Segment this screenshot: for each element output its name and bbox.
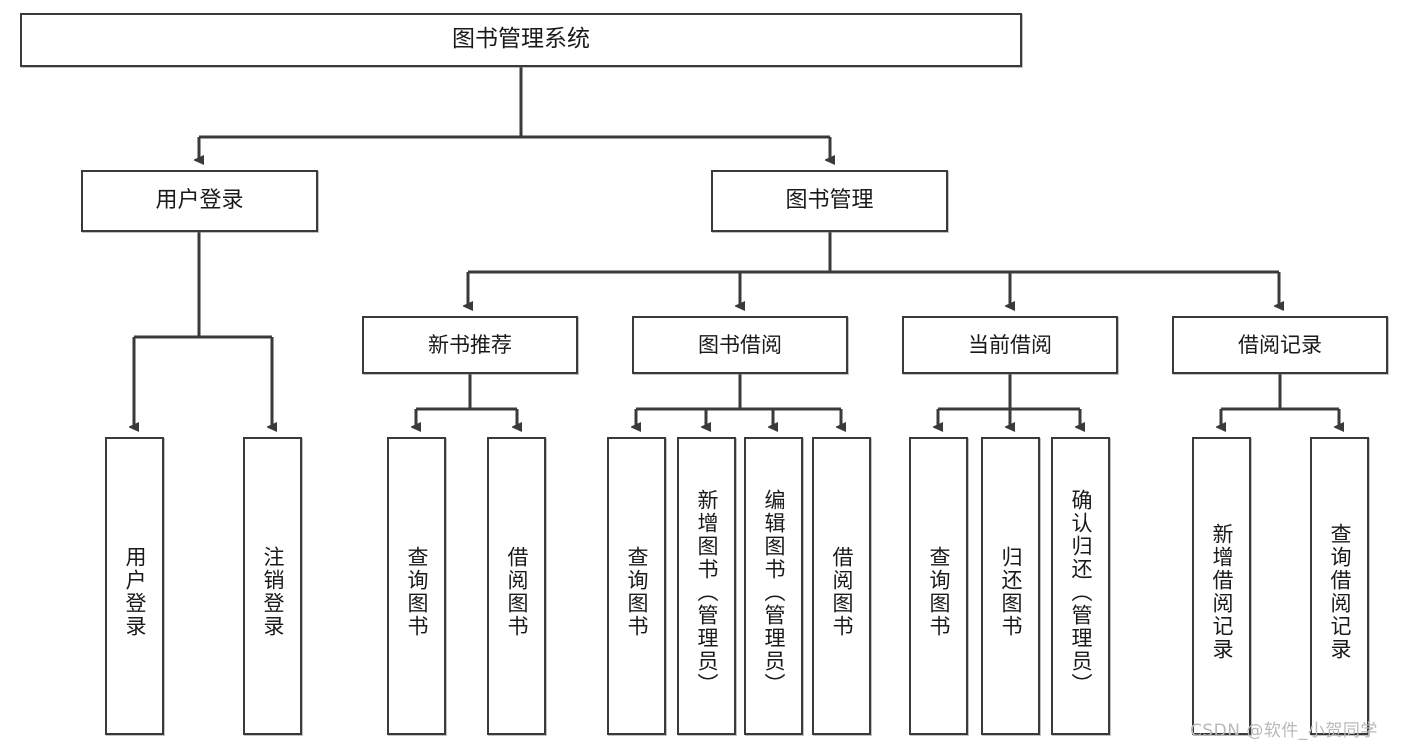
- node-user-login-label: 用户登录: [155, 188, 244, 214]
- node-new-book-recommend-label: 新书推荐: [428, 332, 512, 357]
- leaf-query-book-borrow[interactable]: 查询图书: [607, 437, 666, 735]
- leaf-borrow-book-label: 借阅图书: [830, 546, 854, 638]
- leaf-query-book-current[interactable]: 查询图书: [909, 437, 968, 735]
- leaf-borrow-book-new[interactable]: 借阅图书: [487, 437, 546, 735]
- leaf-add-borrow-record[interactable]: 新增借阅记录: [1192, 437, 1251, 735]
- csdn-watermark: CSDN @软件_小贺同学: [1190, 721, 1378, 741]
- leaf-user-login-label: 用户登录: [123, 546, 147, 638]
- leaf-query-book-borrow-label: 查询图书: [625, 546, 649, 638]
- node-book-borrow-label: 图书借阅: [698, 332, 782, 357]
- leaf-user-login[interactable]: 用户登录: [105, 437, 164, 735]
- leaf-query-book-new-label: 查询图书: [405, 546, 429, 638]
- leaf-return-book-label: 归还图书: [999, 546, 1023, 638]
- node-current-borrow-label: 当前借阅: [968, 332, 1052, 357]
- node-root[interactable]: 图书管理系统: [20, 13, 1022, 67]
- leaf-confirm-return-admin[interactable]: 确认归还（管理员）: [1051, 437, 1110, 735]
- node-new-book-recommend[interactable]: 新书推荐: [362, 316, 578, 374]
- leaf-user-logout[interactable]: 注销登录: [243, 437, 302, 735]
- leaf-confirm-return-admin-label: 确认归还（管理员）: [1069, 488, 1093, 696]
- node-root-label: 图书管理系统: [452, 26, 590, 53]
- node-borrow-record[interactable]: 借阅记录: [1172, 316, 1388, 374]
- leaf-query-book-new[interactable]: 查询图书: [387, 437, 446, 735]
- leaf-add-book-admin-label: 新增图书（管理员）: [695, 488, 719, 696]
- node-borrow-record-label: 借阅记录: [1238, 332, 1322, 357]
- leaf-query-borrow-record-label: 查询借阅记录: [1328, 523, 1352, 661]
- leaf-borrow-book-new-label: 借阅图书: [505, 546, 529, 638]
- leaf-add-book-admin[interactable]: 新增图书（管理员）: [677, 437, 736, 735]
- node-book-management[interactable]: 图书管理: [711, 170, 948, 232]
- node-current-borrow[interactable]: 当前借阅: [902, 316, 1118, 374]
- node-user-login[interactable]: 用户登录: [81, 170, 318, 232]
- leaf-return-book[interactable]: 归还图书: [981, 437, 1040, 735]
- node-book-management-label: 图书管理: [785, 188, 874, 214]
- leaf-edit-book-admin-label: 编辑图书（管理员）: [762, 488, 786, 696]
- leaf-user-logout-label: 注销登录: [261, 546, 285, 638]
- leaf-query-borrow-record[interactable]: 查询借阅记录: [1310, 437, 1369, 735]
- leaf-edit-book-admin[interactable]: 编辑图书（管理员）: [744, 437, 803, 735]
- leaf-borrow-book[interactable]: 借阅图书: [812, 437, 871, 735]
- leaf-query-book-current-label: 查询图书: [927, 546, 951, 638]
- node-book-borrow[interactable]: 图书借阅: [632, 316, 848, 374]
- leaf-add-borrow-record-label: 新增借阅记录: [1210, 523, 1234, 661]
